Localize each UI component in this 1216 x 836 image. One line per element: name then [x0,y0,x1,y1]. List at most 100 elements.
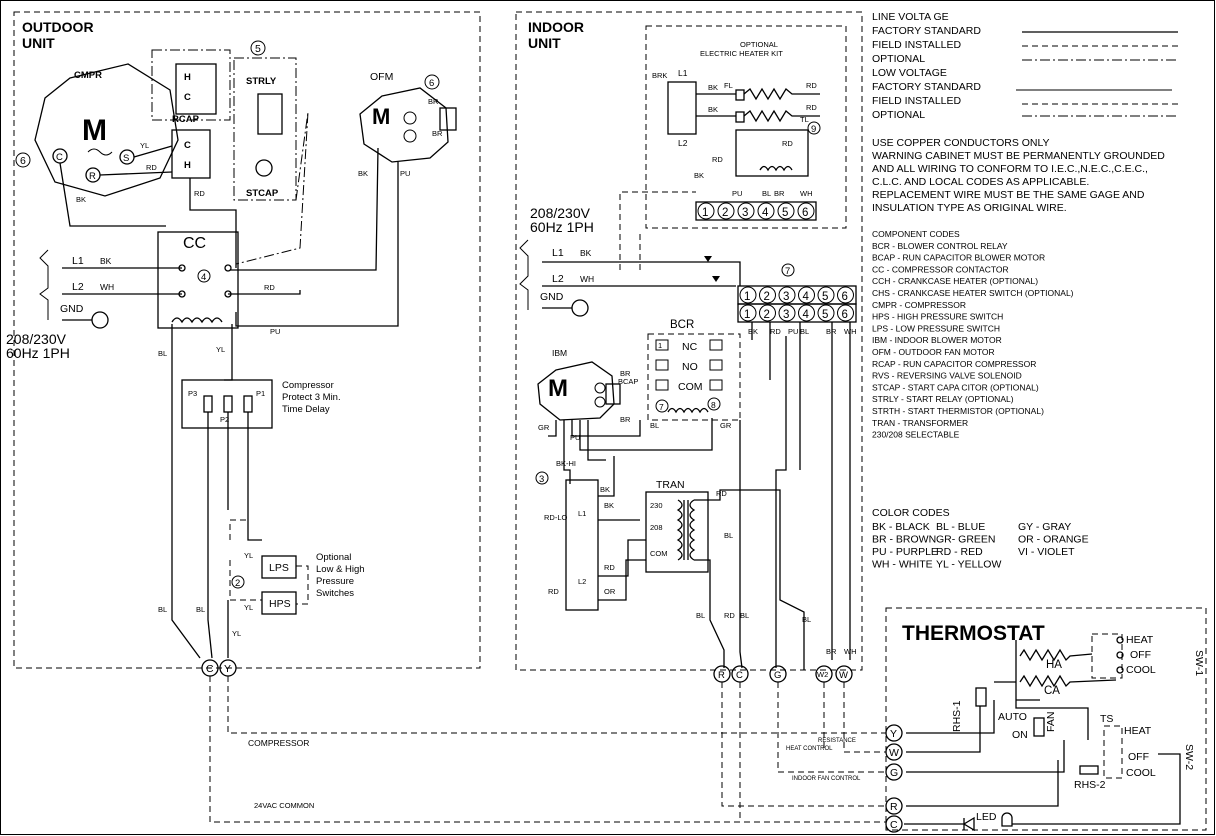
rhs1-label: RHS-1 [951,700,963,732]
led-diode [962,816,975,832]
optional-text-2: Low & High [316,564,365,575]
wire-rd-run [99,171,173,176]
heater-terminal-number: 3 [742,207,748,219]
wire-indoor-control [739,336,787,669]
heat-anticipator-label: HA [1046,659,1062,671]
indoor-terminal-number: 6 [842,309,848,321]
sw1-off: OFF [1130,649,1151,661]
wire-optional-pressure [229,519,262,601]
start-capacitor [255,159,273,177]
bcr-gr: GR [720,421,732,430]
heater-kit-title-2: ELECTRIC HEATER KIT [700,49,783,58]
marker-2 [231,575,245,589]
color-codes-title: COLOR CODES [872,507,950,519]
bcr-bl: BL [650,421,659,430]
strip-pu: PU [788,327,798,336]
heater-terminal-number: 4 [762,207,769,219]
heater-connector-a [704,256,712,262]
indoor-terminal [837,304,854,322]
indoor-terminal-number: 1 [744,291,750,303]
marker-3-text: 3 [539,474,544,485]
wire-ibm-harness [548,418,713,484]
legend-field: FIELD INSTALLED [872,39,961,51]
outdoor-l1-bk: BK [100,256,112,266]
note-line: WARNING CABINET MUST BE PERMANENTLY GROU… [872,150,1165,162]
wire-speed-taps [598,456,646,601]
optional-text-4: Switches [316,588,354,599]
indoor-supply-phase: 60Hz 1PH [530,219,594,235]
wire-bk-ofm: BK [358,169,368,178]
heater-relay [735,129,809,177]
wire-bl-protect [207,412,213,659]
marker-9 [807,121,821,135]
legend-optional: OPTIONAL [872,53,925,65]
strip-bl: BL [800,327,809,336]
heater-rd-2: RD [806,103,817,112]
indoor-terminal [837,286,854,304]
speed-bk-2: BK [604,501,614,510]
note-line: INSULATION TYPE AS ORIGINAL WIRE. [872,202,1067,214]
ibm-rd-lo: RD-LO [544,513,568,522]
outdoor-ground-lug [91,311,109,329]
wire-pu-ofm: PU [400,169,410,178]
ibm-r-terminal [594,396,606,408]
protect-text-1: Compressor [282,380,334,391]
wire-rd-5: RD [724,611,735,620]
indoor-gnd-label: GND [540,291,564,303]
heater-wh: WH [800,189,813,198]
wire-r-run [721,682,886,807]
resistance-line-label-2: HEAT CONTROL [786,746,833,752]
heater-kit-title-1: OPTIONAL [740,40,778,49]
component-code-item: STRTH - START THERMISTOR (OPTIONAL) [872,406,1044,416]
led-lamp-icon [1001,812,1013,827]
tran-core [683,500,689,560]
compressor-s-label: S [123,153,129,164]
marker-3 [535,471,549,485]
outdoor-unit-boundary [13,11,481,669]
wire-l1-indoor [542,261,741,286]
bcr-relay-box [647,333,741,421]
stcap-label: STCAP [246,188,279,199]
heater-fuse-2 [735,111,745,123]
heater-breaker [667,81,697,135]
sw2-heat: HEAT [1124,725,1152,737]
speed-rd-2: RD [548,587,559,596]
indoor-ground-lug [571,299,589,317]
bcr-com-terminal-2 [709,379,723,391]
component-code-item: OFM - OUTDOOR FAN MOTOR [872,347,995,357]
thermostat-r-terminal [885,797,903,815]
outdoor-supply-phase: 60Hz 1PH [6,345,70,361]
bcr-label: BCR [670,319,694,331]
protect-p1: P1 [256,389,265,398]
legend-low-voltage: LOW VOLTAGE [872,67,947,79]
line-legend: LINE VOLTA GE FACTORY STANDARD FIELD INS… [872,11,1180,121]
bcr-coil [667,407,709,414]
component-code-item: 230/208 SELECTABLE [872,430,960,440]
thermostat-y-label: Y [890,728,897,740]
compressor-line-label: COMPRESSOR [248,738,309,748]
ibm-s-terminal [594,382,606,394]
wire-bk-1: BK [76,195,86,204]
protect-text-3: Time Delay [282,404,330,415]
ibm-br-1: BR [620,369,631,378]
legend-factory-2: FACTORY STANDARD [872,81,981,93]
compressor-tilde [87,148,113,156]
wire-yl-1: YL [140,141,149,150]
heater-terminal [697,202,715,220]
heater-terminal-strip [695,201,817,221]
indoor-r-label: R [718,670,725,681]
heater-rd-4: RD [712,155,723,164]
heater-l2: L2 [678,138,688,148]
bcr-coil-7 [655,399,669,413]
ofm-m-symbol: M [372,104,390,129]
component-code-item: TRAN - TRANSFORMER [872,418,968,428]
legend-field-2: FIELD INSTALLED [872,95,961,107]
heater-fuse-1 [735,89,745,101]
strip-bk: BK [748,327,758,336]
tran-bl: BL [724,531,733,540]
wire-heater-field [619,191,696,270]
speed-l2: L2 [578,577,586,586]
fan-switch [1033,717,1045,737]
wire-tran-rd [694,489,805,670]
